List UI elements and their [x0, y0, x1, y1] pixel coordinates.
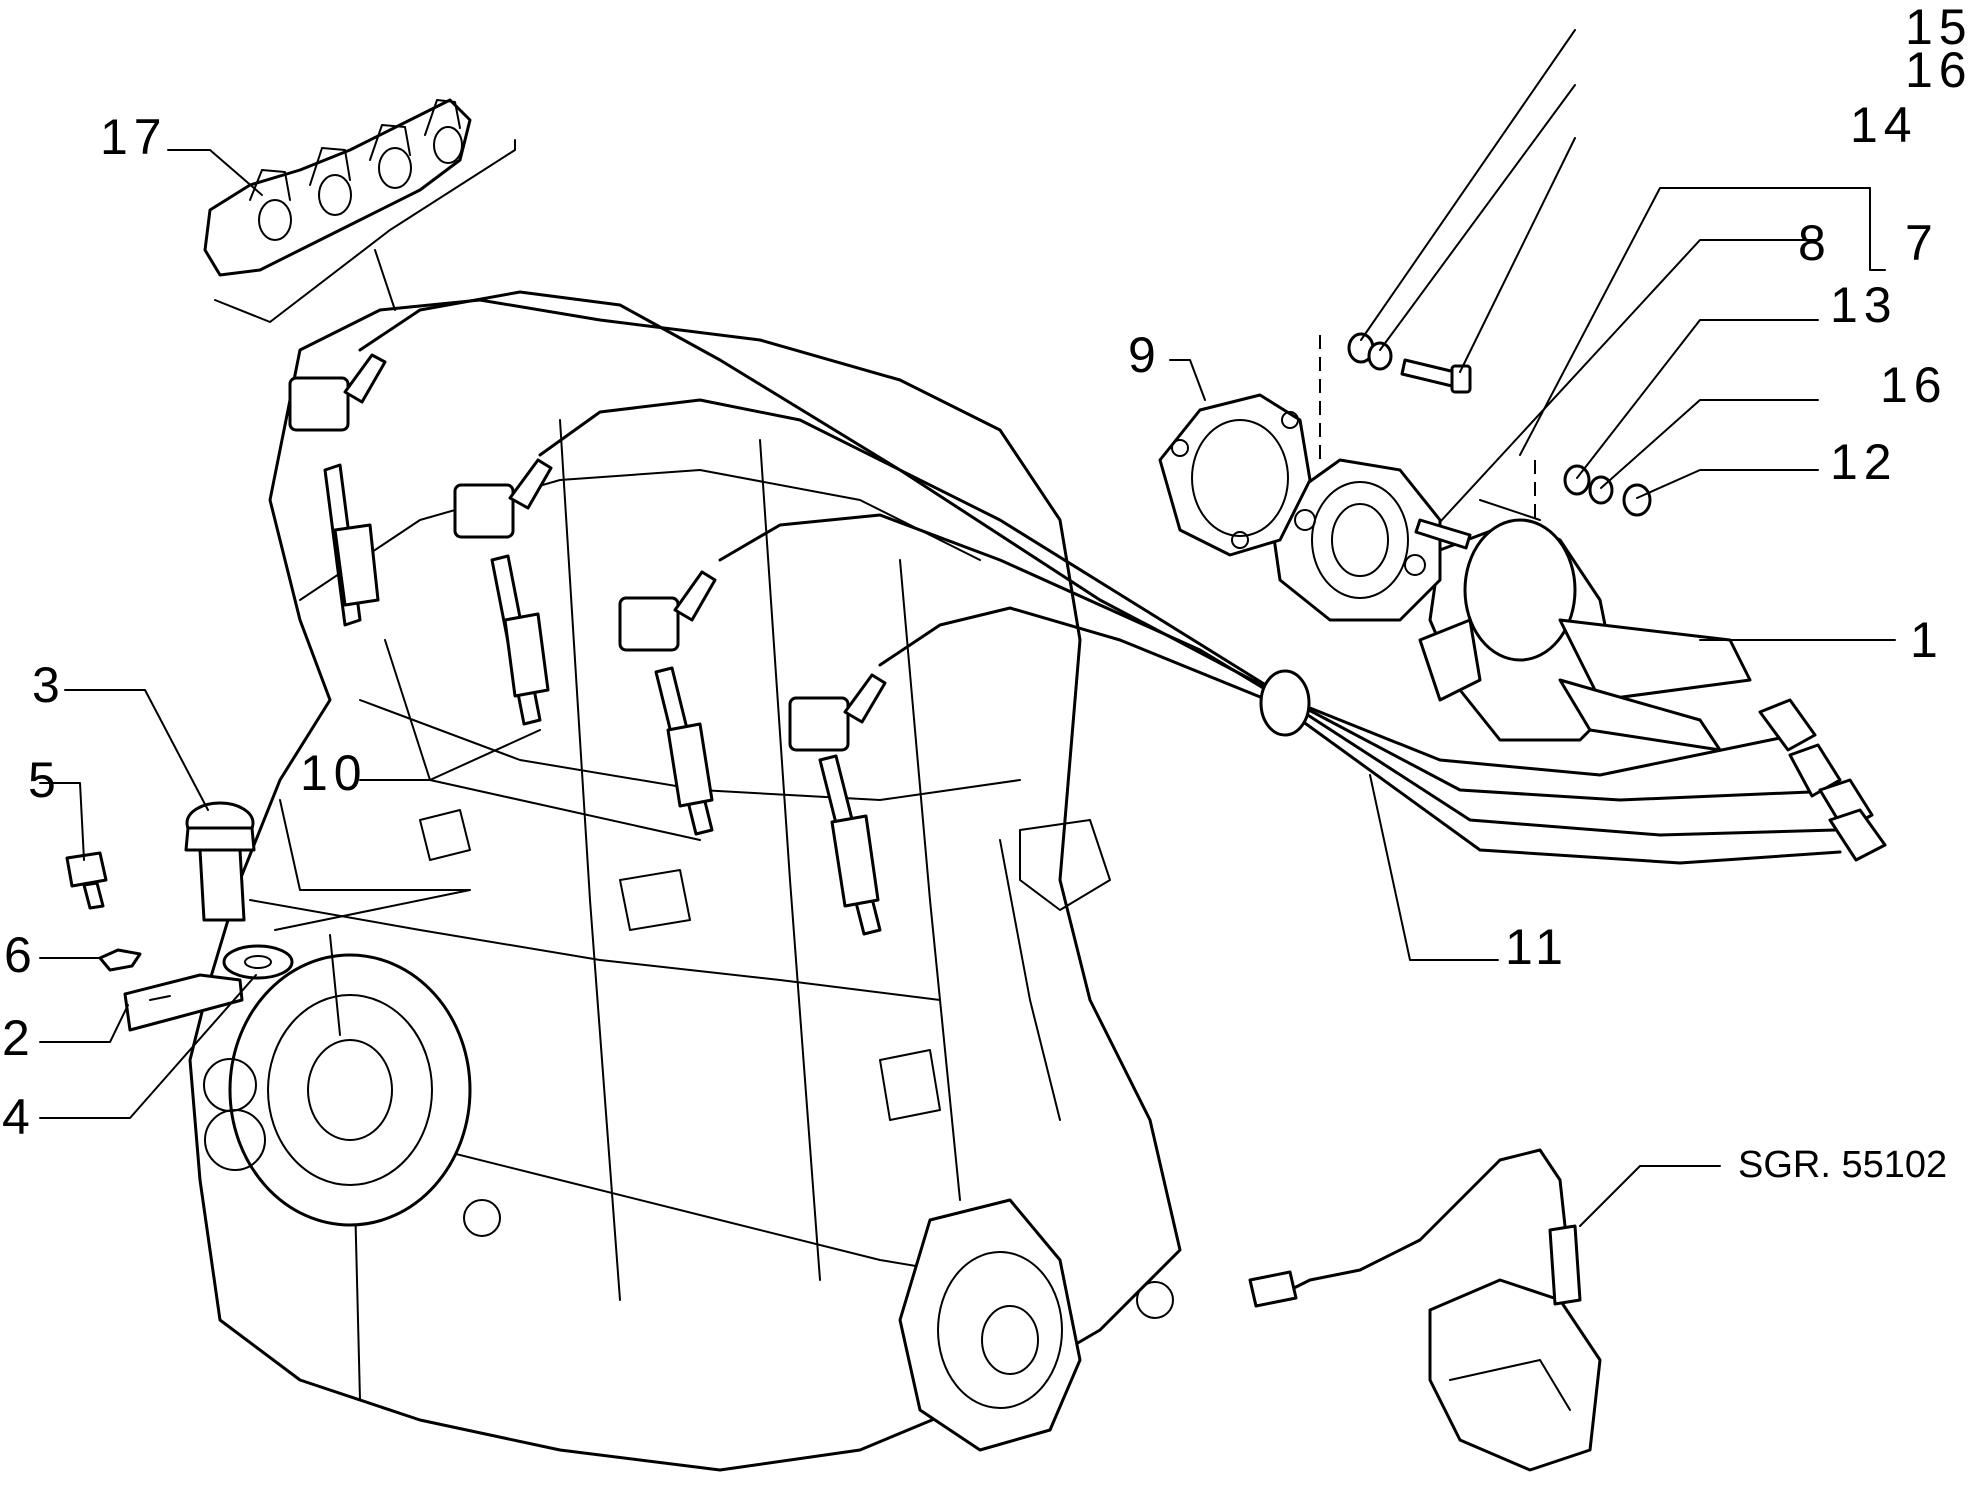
- callout-3: 3: [32, 657, 66, 713]
- coil-sensor-sgr: [1248, 1148, 1602, 1472]
- callout-4: 4: [2, 1089, 36, 1145]
- callout-15: 15: [1905, 0, 1973, 55]
- callout-16-top: 16: [1905, 42, 1973, 98]
- callout-17: 17: [100, 109, 168, 165]
- callout-6: 6: [4, 927, 38, 983]
- callout-16-lower: 16: [1880, 357, 1948, 413]
- callout-9: 9: [1128, 327, 1162, 383]
- small-parts-2-6: [65, 799, 471, 1036]
- callout-5: 5: [28, 752, 62, 808]
- sgr-reference-label: SGR. 55102: [1738, 1144, 1948, 1186]
- callout-8: 8: [1798, 215, 1832, 271]
- callout-10: 10: [300, 745, 368, 801]
- fasteners: [1347, 332, 1652, 517]
- callout-13: 13: [1830, 277, 1898, 333]
- callout-2: 2: [2, 1010, 36, 1066]
- gasket-9: [1158, 393, 1312, 557]
- callout-11: 11: [1505, 919, 1569, 975]
- callout-1: 1: [1910, 612, 1944, 668]
- ignition-wires-11: [288, 290, 1887, 865]
- wire-bracket-17: [203, 98, 516, 323]
- engine-block: [188, 298, 1182, 1472]
- leader-lines: [39, 29, 1896, 1227]
- callout-12: 12: [1830, 434, 1898, 490]
- spark-plugs-10: [323, 463, 882, 936]
- distributor-1: [1418, 460, 1752, 752]
- distributor-support-7-8: [1268, 335, 1472, 622]
- callout-14: 14: [1850, 97, 1918, 153]
- callout-7: 7: [1905, 215, 1939, 271]
